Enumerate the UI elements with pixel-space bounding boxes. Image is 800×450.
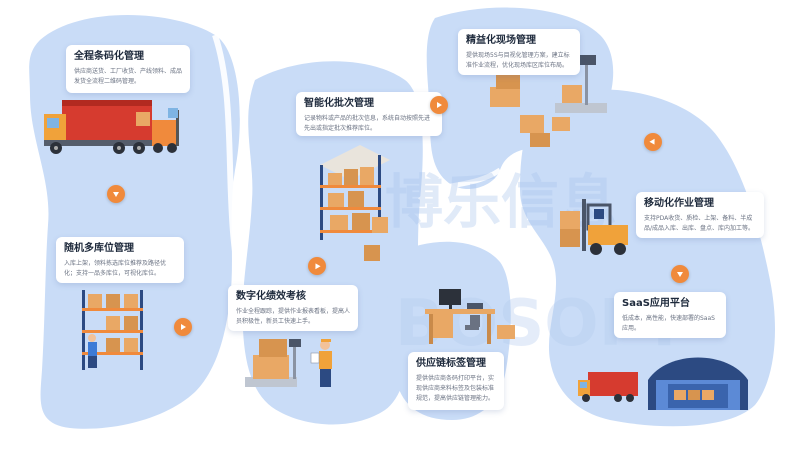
card-desc: 入库上架，领料拣选库位推荐及路径优化；支持一品多库位，可视化库位。: [64, 260, 167, 277]
card-kpi: 数字化绩效考核 作业全程跟踪，提供作业报表看板，提高人员积极性，新员工快速上手。: [228, 285, 358, 331]
card-label: 供应链标签管理 提供供应商条码打印平台，实现供应商来料标签及包装标准规范，提高供…: [408, 352, 504, 410]
card-batch: 智能化批次管理 记录物料或产品的批次信息，系统自动按照先进先出或指定批次推荐库位…: [296, 92, 442, 136]
arrow-right-icon: [430, 96, 448, 114]
truck-warehouse-illustration: [578, 357, 748, 410]
arrow-down-icon: [107, 185, 125, 203]
card-barcode: 全程条码化管理 供应商送货、工厂收货、产线领料、成品发货全流程二维码管理。: [66, 45, 190, 93]
forklift-illustration: [560, 199, 628, 255]
arrow-up-icon: [308, 257, 326, 275]
card-title: 移动化作业管理: [644, 198, 714, 209]
card-mobile: 移动化作业管理 支持PDA收货、质检、上架、备料、半成品/成品入库、出库、盘点、…: [636, 192, 764, 238]
card-desc: 提供供应商条码打印平台，实现供应商来料标签及包装标准规范，提高供应链管理能力。: [416, 375, 495, 402]
card-title: 精益化现场管理: [466, 35, 536, 46]
card-saas: SaaS应用平台 低成本，高性能，快速部署的SaaS应用。: [614, 292, 726, 338]
shelf-boxes-illustration: [320, 145, 390, 261]
card-desc: 提供现场5S与目视化管理方案，建立标准作业流程，优化现场库区库位布局。: [466, 52, 570, 69]
card-title: SaaS应用平台: [622, 298, 690, 309]
scale-boxes-illustration: [490, 55, 607, 147]
card-title: 智能化批次管理: [304, 98, 374, 109]
card-title: 随机多库位管理: [64, 243, 134, 254]
arrow-down-icon: [644, 133, 662, 151]
arrow-down-icon: [671, 265, 689, 283]
card-title: 供应链标签管理: [416, 358, 486, 369]
card-title: 数字化绩效考核: [236, 291, 306, 302]
truck-forklift-illustration: [44, 100, 179, 154]
desk-computer-illustration: [425, 289, 515, 344]
scale-worker-illustration: [245, 339, 332, 387]
card-desc: 记录物料或产品的批次信息，系统自动按照先进先出或指定批次推荐库位。: [304, 115, 431, 132]
shelf-worker-illustration: [82, 290, 143, 370]
card-desc: 作业全程跟踪，提供作业报表看板，提高人员积极性，新员工快速上手。: [236, 308, 351, 325]
card-desc: 低成本，高性能，快速部署的SaaS应用。: [622, 315, 715, 332]
card-desc: 供应商送货、工厂收货、产线领料、成品发货全流程二维码管理。: [74, 68, 183, 85]
card-location: 随机多库位管理 入库上架，领料拣选库位推荐及路径优化；支持一品多库位，可视化库位…: [56, 237, 184, 283]
card-title: 全程条码化管理: [74, 51, 144, 62]
arrow-right-icon: [174, 318, 192, 336]
card-desc: 支持PDA收货、质检、上架、备料、半成品/成品入库、出库、盘点、库内加工等。: [644, 215, 755, 232]
card-lean: 精益化现场管理 提供现场5S与目视化管理方案，建立标准作业流程，优化现场库区库位…: [458, 29, 580, 75]
